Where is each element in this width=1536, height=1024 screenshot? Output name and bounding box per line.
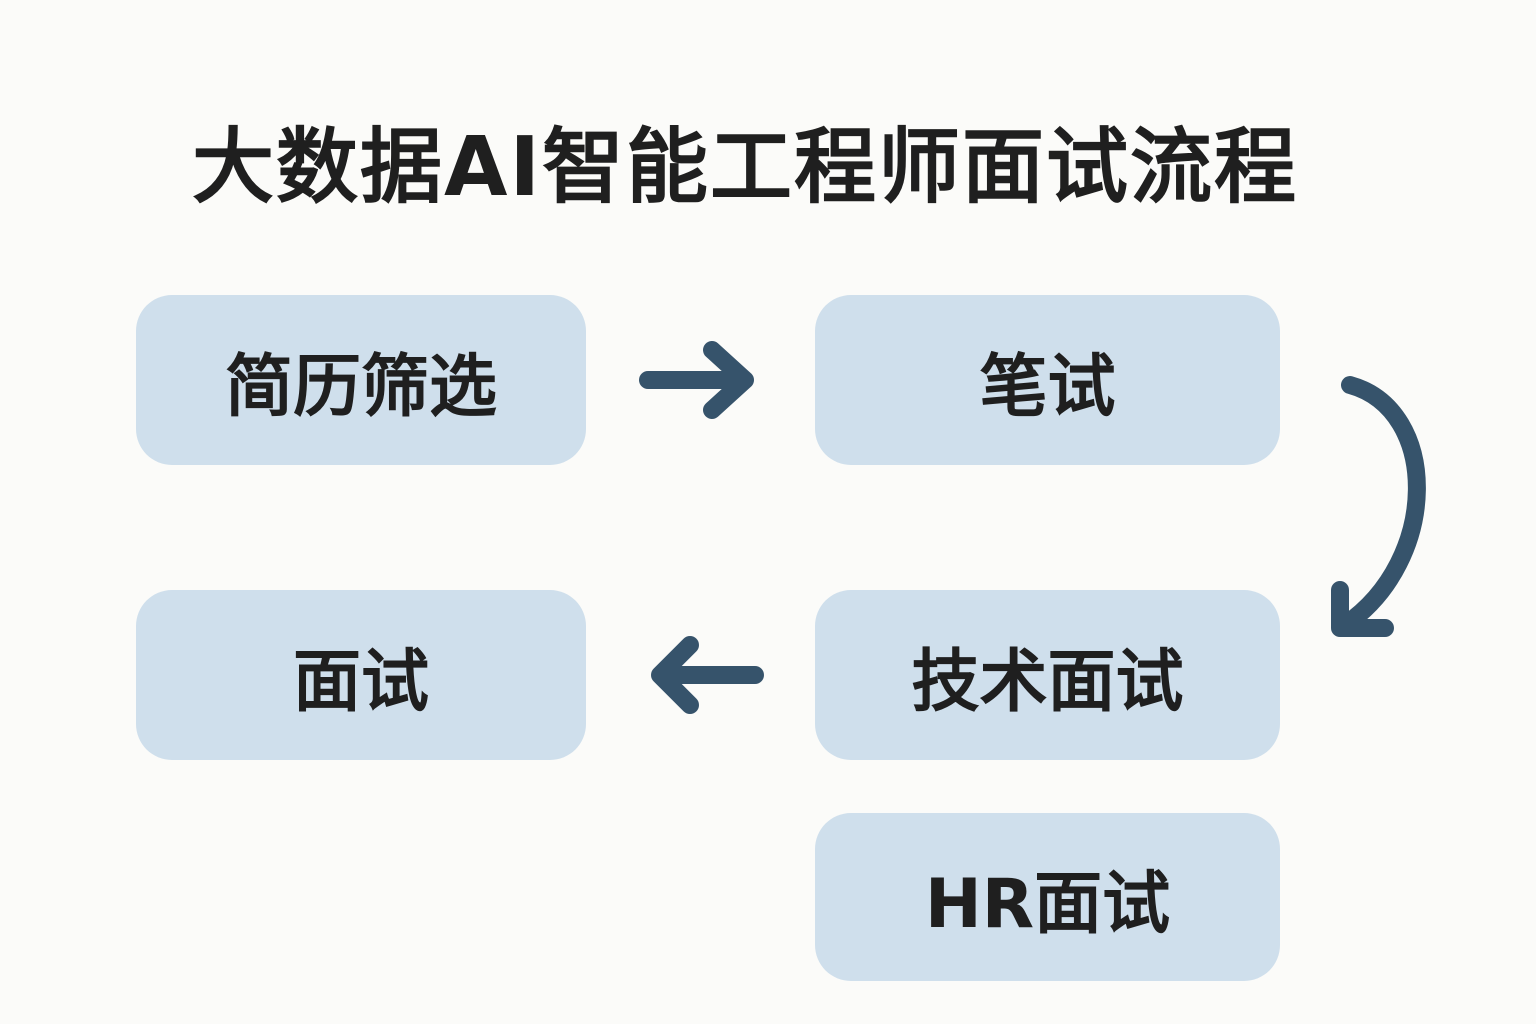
step-written-test: 笔试	[815, 295, 1280, 465]
arrow-right-icon	[639, 341, 754, 419]
arrow-curve-down-icon	[1331, 376, 1426, 637]
step-hr-interview: HR面试	[815, 813, 1280, 981]
diagram-title: 大数据AI智能工程师面试流程	[192, 120, 1298, 215]
arrow-left-icon	[651, 636, 764, 714]
step-interview: 面试	[136, 590, 586, 760]
step-resume-screening: 简历筛选	[136, 295, 586, 465]
step-technical-interview: 技术面试	[815, 590, 1280, 760]
